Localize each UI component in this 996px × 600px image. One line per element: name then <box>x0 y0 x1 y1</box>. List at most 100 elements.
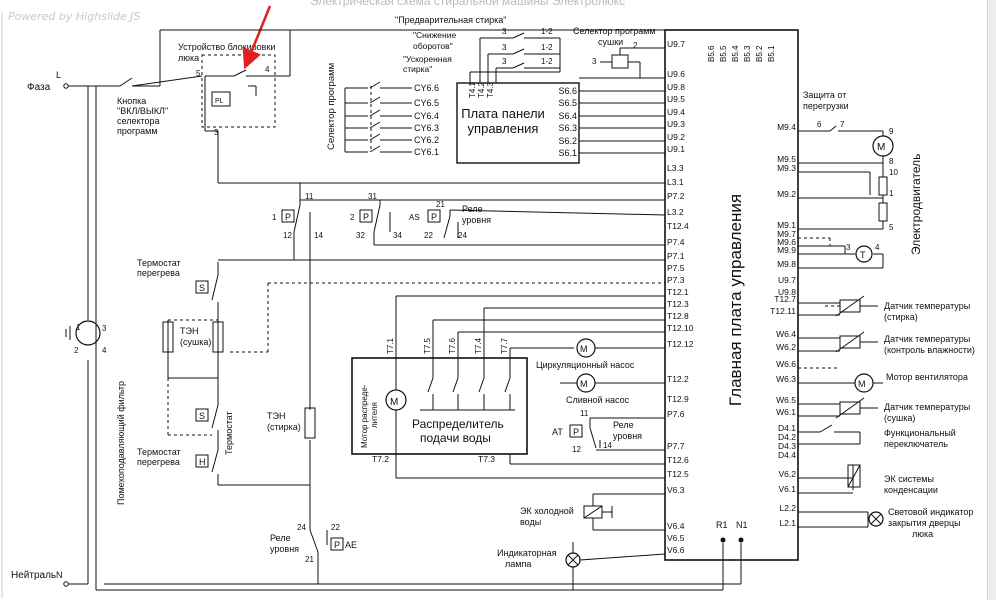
board_pins_right-23: V6.2 <box>779 469 797 479</box>
thermo-top-s: S <box>199 283 205 293</box>
board_pins_left-28: V6.3 <box>667 485 685 495</box>
board_pins_right-0: M9.4 <box>777 122 796 132</box>
board_pins_right-11: T12.7 <box>774 294 796 304</box>
pin-3-filter: 3 <box>102 324 107 333</box>
hatch-lock-label-1: Устройство блокировки <box>178 42 275 52</box>
motor-m: M <box>877 142 885 153</box>
page-title-fragment: Электрическая схема стиральной машины Эл… <box>310 0 626 8</box>
temp-humidity-label-2: (контроль влажности) <box>884 345 975 355</box>
board_pins_right-19: D4.1 <box>778 423 796 433</box>
indicator-label-2: лампа <box>505 559 531 569</box>
relay-as-pin24: 24 <box>458 231 467 240</box>
distributor_pins_bottom-1: T7.3 <box>478 454 495 464</box>
board_pins_right-22: D4.4 <box>778 450 796 460</box>
circ-pump-label: Циркуляционный насос <box>536 360 635 370</box>
board_pins_right-8: M9.8 <box>777 259 796 269</box>
board_pins_right-9: U9.7 <box>778 275 796 285</box>
overload-label-1: Защита от <box>803 90 846 100</box>
distributor_pins_top-1: T7.5 <box>423 337 432 354</box>
board-left-pins: U9.7U9.6U9.8U9.5U9.4U9.3U9.2U9.1L3.3L3.1… <box>579 39 694 555</box>
condense-valve-label-2: конденсации <box>884 485 938 495</box>
board_pins_left-19: T12.8 <box>667 311 689 321</box>
thermostat-overheat-bot-1: Термостат <box>137 447 181 457</box>
level-relay-as-2: уровня <box>462 215 491 225</box>
distributor_pins_top-0: T7.1 <box>386 337 395 354</box>
noise-filter-symbol <box>75 320 101 346</box>
distributor-label-2: подачи воды <box>420 431 491 445</box>
board_pins_right-26: L2.1 <box>779 518 796 528</box>
panel_pins_right-4: S6.2 <box>558 136 577 146</box>
n1-label: N1 <box>736 520 748 530</box>
relay-as-label: AS <box>409 213 420 222</box>
onoff-label-3: селектора <box>117 116 160 126</box>
relay-2-pin32: 32 <box>356 231 365 240</box>
r1-label: R1 <box>716 520 728 530</box>
distributor_pins_top-4: T7.7 <box>500 337 509 354</box>
circ-pump-m: M <box>580 344 588 354</box>
board_pins_right-14: W6.2 <box>776 342 796 352</box>
panel_pins_right-1: S6.5 <box>558 98 577 108</box>
board_pins_top-3: B5.3 <box>743 45 752 62</box>
distributor_pins_bottom-0: T7.2 <box>372 454 389 464</box>
phase-label: Фаза <box>27 82 51 93</box>
board_pins_left-0: U9.7 <box>667 39 685 49</box>
board_pins_left-11: L3.2 <box>667 207 684 217</box>
board_pins_left-23: T12.9 <box>667 394 689 404</box>
motor-pin8: 8 <box>889 157 894 166</box>
board_pins_right-7: M9.9 <box>777 245 796 255</box>
drain-pump-label: Сливной насос <box>566 395 630 405</box>
func-switch-label-1: Функциональный <box>884 428 956 438</box>
board_pins_left-20: T12.10 <box>667 323 694 333</box>
highlight-arrow <box>242 5 272 70</box>
tacho-pin4: 4 <box>875 243 880 252</box>
temp-wash-label-2: (стирка) <box>884 312 918 322</box>
board_pins_right-5: M9.7 <box>777 229 796 239</box>
overload-label-2: перегрузки <box>803 101 849 111</box>
pin-4-filter: 4 <box>102 346 107 355</box>
pin-2-filter: 2 <box>74 346 79 355</box>
board_pins_left-13: P7.4 <box>667 237 685 247</box>
distributor-motor-m: M <box>390 397 398 408</box>
scrollbar[interactable] <box>987 0 996 600</box>
motor-pin1: 1 <box>889 189 894 198</box>
indicator-label-1: Индикаторная <box>497 548 557 558</box>
board_pins_right-6: M9.6 <box>777 237 796 247</box>
distributor-motor-label-2: лителя <box>370 402 379 428</box>
board_pins_right-2: M9.3 <box>777 163 796 173</box>
board_pins_left-29: V6.4 <box>667 521 685 531</box>
door-lamp-label-3: люка <box>912 529 933 539</box>
relay-ae-pin22: 22 <box>331 523 340 532</box>
board_pins_left-16: P7.3 <box>667 275 685 285</box>
board_pins_right-12: T12.11 <box>770 306 796 316</box>
powered-by-label: Powered by Highslide JS <box>8 10 141 23</box>
reduce-rpm-label-1: "Снижение <box>413 30 456 40</box>
tacho-t: T <box>860 250 866 260</box>
hatch-lock-pl: PL <box>215 98 224 105</box>
dry-selector-label-1: Селектор программ <box>573 26 656 36</box>
hatch-lock-box <box>201 54 276 128</box>
board_pins_left-27: T12.5 <box>667 469 689 479</box>
pre-wash-label: "Предварительная стирка" <box>395 15 506 25</box>
board_pins_right-25: L2.2 <box>779 503 796 513</box>
relay-1-pin14: 14 <box>314 231 323 240</box>
relay-2-p: P <box>363 212 369 222</box>
board_pins_left-30: V6.5 <box>667 533 685 543</box>
relay-at-pin11: 11 <box>580 409 589 418</box>
pin-3-lock: 3 <box>214 128 219 137</box>
board_pins_left-6: U9.2 <box>667 132 685 142</box>
pin-3-dry: 3 <box>592 57 597 66</box>
neutral-N-label: N <box>56 570 63 580</box>
panel-right-pins: S6.6S6.5S6.4S6.3S6.2S6.1 <box>558 86 577 158</box>
panel_pins_left-4: CY6.2 <box>414 135 439 145</box>
relay-ae-label: AE <box>345 540 357 550</box>
relay-ae-pin21: 21 <box>305 555 314 564</box>
onoff-label-4: программ <box>117 126 158 136</box>
board_pins_right-24: V6.1 <box>779 484 797 494</box>
board-right-pins: M9.4M9.5M9.3M9.2M9.1M9.7M9.6M9.9M9.8U9.7… <box>770 122 796 528</box>
board_pins_right-18: W6.1 <box>776 407 796 417</box>
heater-dry-label-1: ТЭН <box>180 326 198 336</box>
